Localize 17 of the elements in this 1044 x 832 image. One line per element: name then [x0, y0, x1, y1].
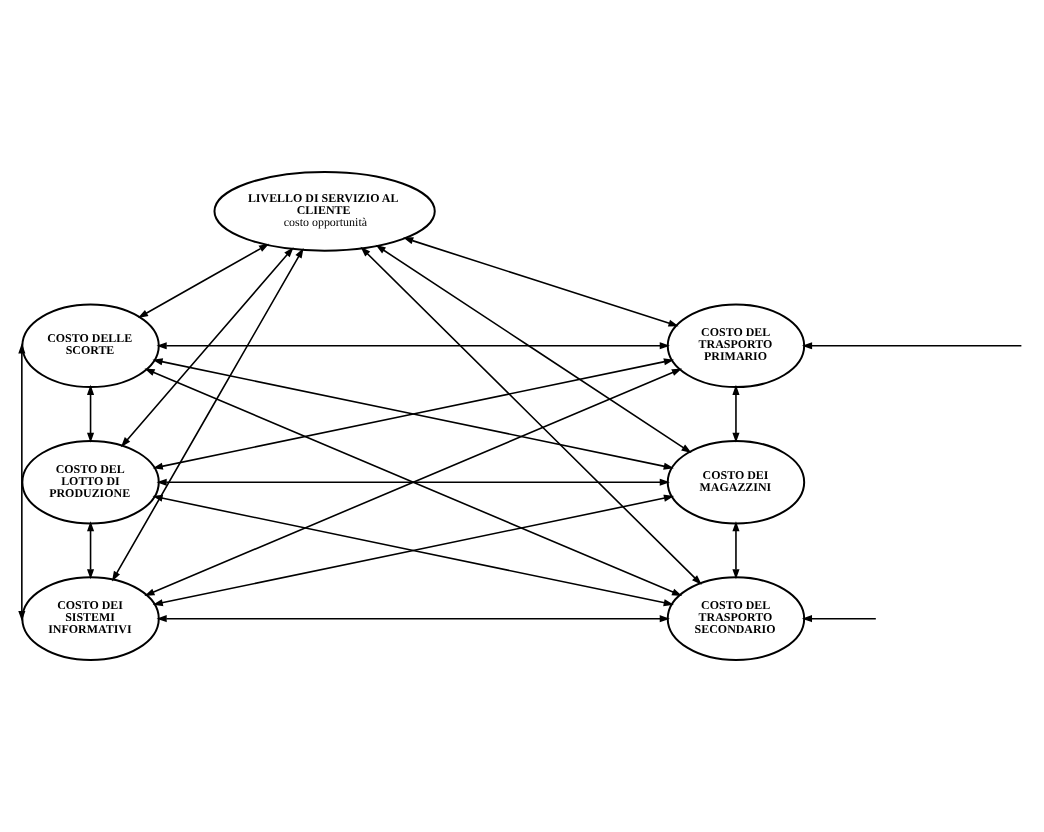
arrow — [87, 384, 95, 443]
arrow — [403, 237, 679, 327]
arrow — [375, 244, 692, 453]
arrow — [120, 247, 294, 448]
arrow — [732, 521, 740, 580]
arrow — [156, 615, 670, 623]
arrow — [156, 478, 670, 486]
arrow — [18, 343, 26, 622]
arrow — [801, 342, 1023, 350]
arrow — [87, 521, 95, 580]
arrow — [360, 246, 702, 585]
arrow — [801, 615, 877, 623]
arrow — [137, 243, 270, 318]
arrow — [111, 247, 304, 582]
arrow — [156, 342, 670, 350]
arrow — [144, 368, 683, 596]
arrow — [732, 384, 740, 443]
